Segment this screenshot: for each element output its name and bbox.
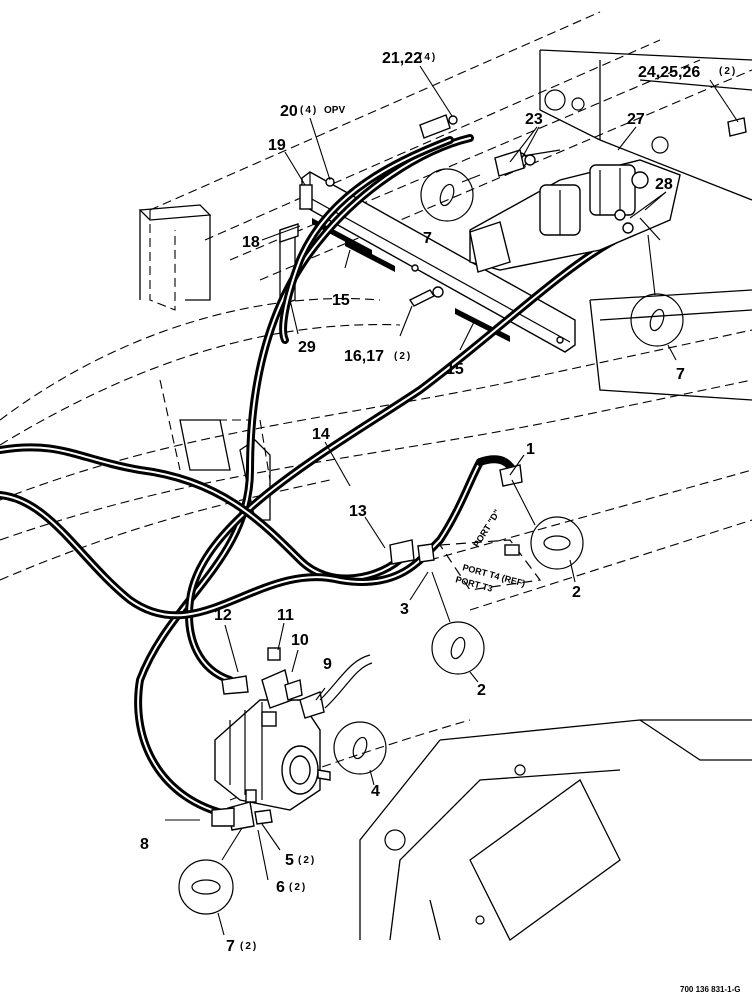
callout-5-qty: (2): [298, 855, 316, 866]
callout-6-qty: (2): [289, 882, 307, 893]
leader-lines: [165, 65, 739, 936]
o-ring-7-right: [630, 293, 684, 347]
o-ring-2-middle: [431, 621, 485, 675]
o-ring-7-upper: [420, 168, 474, 222]
callout-20: 20: [280, 103, 298, 120]
callout-13: 13: [349, 503, 367, 520]
callout-7-bottom-qty: (2): [240, 941, 258, 952]
callout-21-22: 21,22: [382, 50, 422, 67]
lower-pump-assembly: [214, 699, 331, 811]
callout-24-25-26: 24,25,26: [638, 64, 700, 81]
callout-8: 8: [140, 836, 149, 853]
o-rings: [178, 168, 684, 915]
port-d-label: PORT "D": [471, 508, 502, 549]
frame-structure: [138, 49, 752, 941]
callout-3: 3: [400, 601, 409, 618]
callout-29: 29: [298, 339, 316, 356]
callouts: 1 2 2 3 4 5 (2) 6 (2) 7 (2) 7 7 8 9 10 1…: [140, 50, 737, 955]
frame-ghost-lines: [0, 11, 752, 801]
callout-23: 23: [525, 111, 543, 128]
o-ring-7-bottom: [178, 859, 234, 915]
hoses: [0, 134, 619, 819]
callout-12: 12: [214, 607, 232, 624]
callout-21-22-qty: (4): [419, 52, 437, 63]
callout-28: 28: [655, 176, 673, 193]
o-ring-4: [333, 721, 387, 775]
callout-2-middle: 2: [477, 682, 486, 699]
callout-7-bottom: 7: [226, 938, 235, 955]
callout-20-opv: OPV: [324, 105, 345, 116]
callout-15-right: 15: [446, 361, 464, 378]
callout-1: 1: [526, 441, 535, 458]
upper-pump-assembly: [469, 149, 681, 273]
callout-18: 18: [242, 234, 260, 251]
callout-2-right: 2: [572, 584, 581, 601]
callout-27: 27: [627, 111, 645, 128]
callout-14: 14: [312, 426, 330, 443]
callout-11: 11: [277, 607, 294, 624]
document-id: 700 136 831-1-G: [680, 985, 741, 994]
callout-7-right: 7: [676, 366, 685, 383]
callout-10: 10: [291, 632, 309, 649]
callout-4: 4: [371, 783, 380, 800]
o-ring-2-right: [530, 516, 584, 570]
callout-20-qty: (4): [300, 105, 318, 116]
callout-7-upper: 7: [423, 230, 432, 247]
callout-9: 9: [323, 656, 332, 673]
callout-19: 19: [268, 137, 286, 154]
callout-24-25-26-qty: (2): [719, 66, 737, 77]
callout-15-left: 15: [332, 292, 350, 309]
callout-16-17-qty: (2): [394, 351, 412, 362]
callout-5: 5: [285, 852, 294, 869]
callout-6: 6: [276, 879, 285, 896]
callout-16-17: 16,17: [344, 348, 384, 365]
fittings: [211, 114, 747, 831]
